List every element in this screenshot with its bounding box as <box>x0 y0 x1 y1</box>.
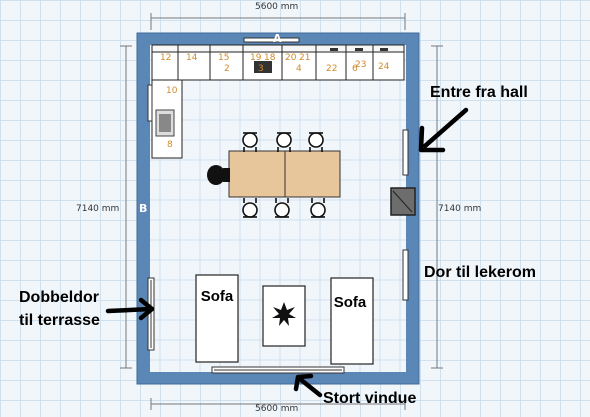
chair-icon <box>308 132 324 152</box>
cabinet-number: 3 <box>258 64 264 74</box>
chair-icon <box>242 198 258 218</box>
playroom-door <box>402 249 409 301</box>
chair-icon <box>276 132 292 152</box>
large-window-annotation: Stort vindue <box>323 390 417 407</box>
office-chair-icon <box>207 165 230 185</box>
top-window <box>243 37 300 43</box>
dimension-lines <box>120 13 443 410</box>
arrow-icon <box>293 373 323 398</box>
dining-chairs <box>242 132 326 218</box>
left-kitchen-counter <box>151 79 183 159</box>
sofa-left-label: Sofa <box>200 288 234 305</box>
cabinet-number: 22 <box>326 64 338 74</box>
top-kitchen-counter <box>151 44 405 81</box>
arrow-icon <box>105 297 155 321</box>
entrance-annotation: Entre fra hall <box>430 84 528 101</box>
dimension-top-label: 5600 mm <box>255 2 299 12</box>
dimension-right-label: 7140 mm <box>438 204 482 214</box>
entrance-door <box>402 129 409 176</box>
chair-icon <box>242 132 258 152</box>
stove-icon <box>254 61 272 73</box>
cabinet-number: 14 <box>186 53 198 63</box>
cabinet-number: 6 <box>352 64 358 74</box>
cabinet-number: 12 <box>160 53 172 63</box>
chair-icon <box>274 198 290 218</box>
double-door-annotation-line1: Dobbeldor <box>19 289 99 306</box>
arrow-icon <box>418 107 469 153</box>
double-door-annotation-line2: til terrasse <box>19 312 100 329</box>
left-upper-window <box>147 84 153 122</box>
dining-table <box>228 150 341 198</box>
sofa-right-label: Sofa <box>333 294 367 311</box>
cabinet-number: 15 <box>218 53 230 63</box>
wall-label-b: B <box>139 202 148 215</box>
plant-icon <box>272 302 296 326</box>
wall-label-a: A <box>273 32 282 45</box>
playroom-door-annotation: Dor til lekerom <box>424 264 537 281</box>
cabinet-number: 21 <box>299 53 311 63</box>
cabinet-number: 20 <box>285 53 297 63</box>
cabinet-number: 4 <box>296 64 302 74</box>
cabinet-number: 23 <box>355 60 367 70</box>
dimension-left-label: 7140 mm <box>76 204 120 214</box>
cabinet-number: 10 <box>166 86 178 96</box>
sofa-right <box>330 277 374 365</box>
cabinet-number: 8 <box>167 140 173 150</box>
sofa-left <box>195 274 239 363</box>
cabinet-number: 18 <box>264 53 276 63</box>
dimension-bottom-label: 5600 mm <box>255 404 299 414</box>
cabinet-number: 24 <box>378 62 390 72</box>
cabinet-number: 19 <box>250 53 262 63</box>
cabinet-number: 2 <box>224 64 230 74</box>
chair-icon <box>310 198 326 218</box>
